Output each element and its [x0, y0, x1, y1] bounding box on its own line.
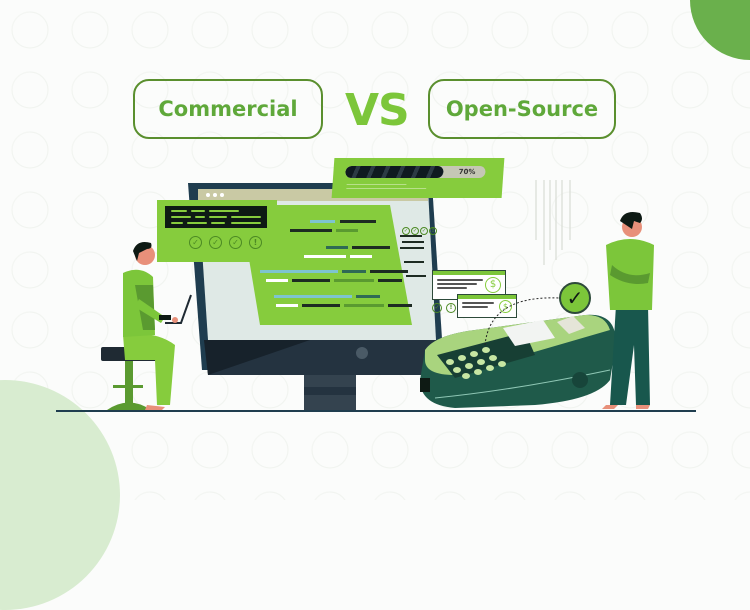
commercial-label: Commercial	[158, 97, 298, 121]
status-panel: ✓ ✓ ✓ !	[157, 200, 277, 262]
dollar-icon: $	[485, 277, 501, 293]
ground-line	[56, 410, 696, 412]
check-icon: ✓	[432, 303, 442, 313]
panel-line	[346, 188, 427, 189]
progress-percent: 70%	[458, 168, 476, 176]
check-icon: ✓	[209, 236, 222, 249]
standing-person	[602, 212, 654, 409]
exclamation-icon: !	[429, 227, 437, 235]
code-block	[165, 206, 267, 228]
invoice-card: $	[457, 294, 517, 318]
exclamation-icon: !	[446, 303, 456, 313]
check-icon: ✓	[420, 227, 428, 235]
progress-fill	[345, 166, 444, 178]
commercial-option[interactable]: Commercial	[133, 79, 323, 139]
open-source-label: Open-Source	[445, 97, 599, 121]
dot-grid-decoration	[535, 180, 571, 265]
panel-line	[346, 184, 407, 185]
exclamation-icon: !	[249, 236, 262, 249]
check-icon: ✓	[402, 227, 410, 235]
payment-terminal	[420, 314, 616, 408]
open-source-option[interactable]: Open-Source	[428, 79, 616, 139]
dotted-connector	[484, 297, 561, 346]
dollar-icon: $	[499, 300, 512, 313]
sitting-person	[101, 242, 192, 411]
check-icon: ✓	[411, 227, 419, 235]
progress-panel: 70%	[331, 158, 505, 198]
vs-separator: VS	[345, 85, 410, 136]
checkmark-icon: ✓	[559, 282, 591, 314]
check-icon: ✓	[189, 236, 202, 249]
check-icon: ✓	[229, 236, 242, 249]
progress-bar: 70%	[345, 166, 486, 178]
